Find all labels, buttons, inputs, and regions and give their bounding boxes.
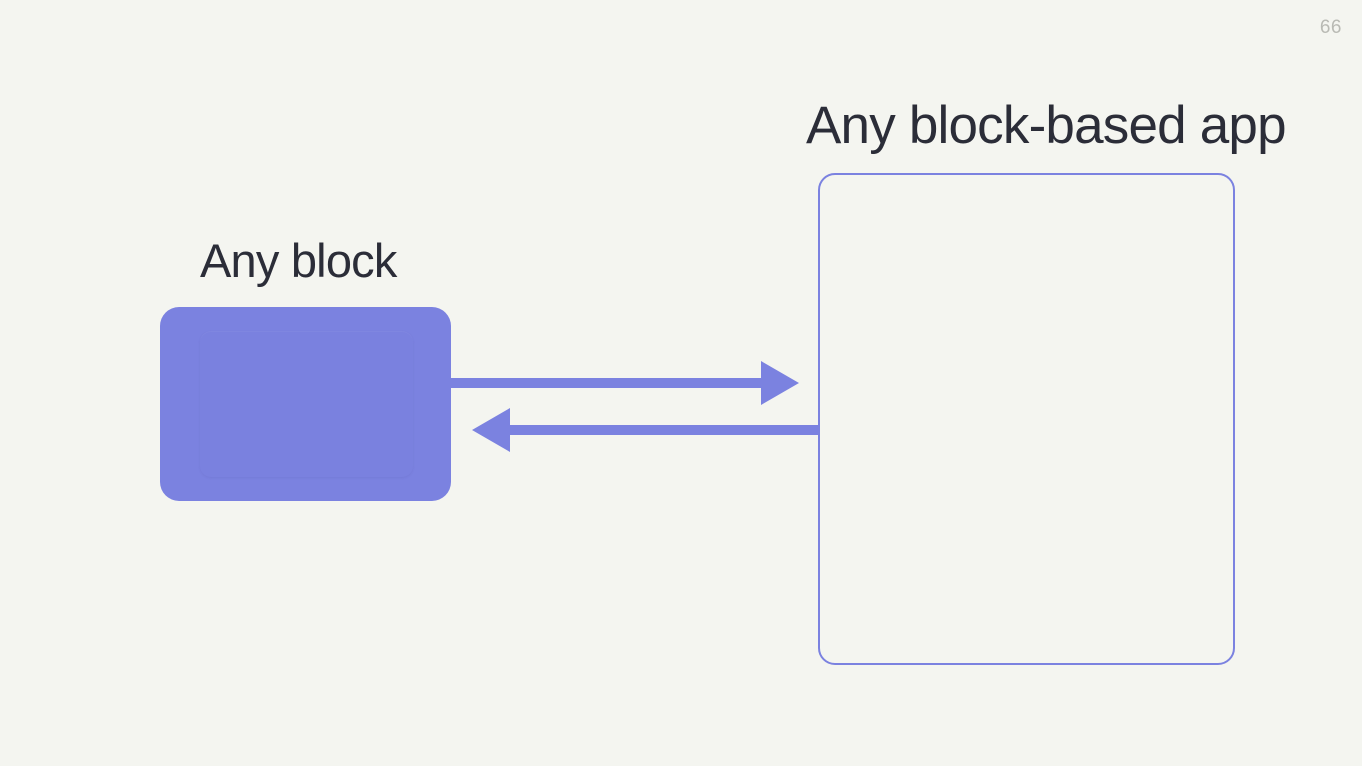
arrow-block-to-app xyxy=(451,357,801,409)
left-node-label: Any block xyxy=(200,234,397,287)
arrow-right-icon xyxy=(451,361,799,405)
any-block-node xyxy=(160,307,451,501)
any-block-inner-panel xyxy=(200,331,413,477)
any-block-based-app-node xyxy=(818,173,1235,665)
arrow-app-to-block xyxy=(472,404,820,456)
right-node-label: Any block-based app xyxy=(806,96,1287,155)
page-number: 66 xyxy=(1319,17,1342,38)
arrow-left-icon xyxy=(472,408,820,452)
